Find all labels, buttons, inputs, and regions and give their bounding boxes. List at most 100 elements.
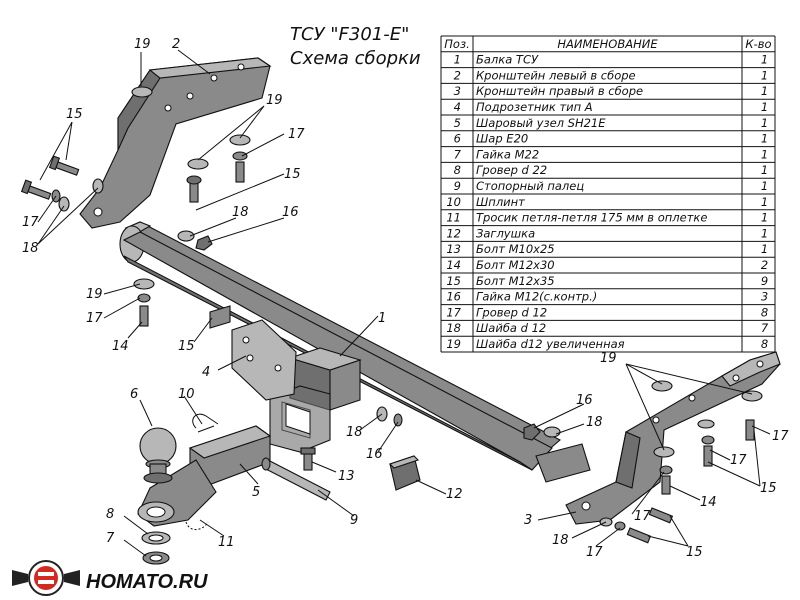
table-cell-pos: 16 xyxy=(446,290,461,304)
callout-17: 17 xyxy=(730,453,747,468)
table-cell-qty: 2 xyxy=(761,258,768,272)
callout-16: 16 xyxy=(576,393,593,408)
callout-19: 19 xyxy=(266,93,283,108)
callout-19: 19 xyxy=(86,287,103,302)
callout-18: 18 xyxy=(586,415,603,430)
callout-7: 7 xyxy=(106,531,115,546)
table-cell-name: Стопорный палец xyxy=(476,179,584,193)
table-cell-name: Тросик петля-петля 175 мм в оплетке xyxy=(476,211,707,225)
callouts: 19 2 15 17 18 19 17 15 18 16 19 17 14 15… xyxy=(22,37,789,560)
table-cell-name: Болт М10х25 xyxy=(476,242,555,256)
callout-5: 5 xyxy=(252,485,260,500)
table-header-name: НАИМЕНОВАНИЕ xyxy=(557,37,658,51)
callout-15: 15 xyxy=(178,339,195,354)
homato-logo: HOMATO.RU xyxy=(12,560,208,596)
callout-18: 18 xyxy=(346,425,363,440)
callout-2: 2 xyxy=(172,37,180,52)
leader-lines xyxy=(37,49,771,557)
callout-12: 12 xyxy=(446,487,463,502)
logo-text: HOMATO.RU xyxy=(86,571,208,593)
ball-mount xyxy=(137,425,272,527)
callout-19: 19 xyxy=(600,351,617,366)
callout-1: 1 xyxy=(378,311,386,326)
table-cell-name: Кронштейн правый в сборе xyxy=(476,84,643,98)
table-cell-qty: 1 xyxy=(761,226,768,240)
title-line1: ТСУ "F301-E" xyxy=(290,24,409,45)
table-cell-pos: 7 xyxy=(454,147,462,161)
table-cell-qty: 9 xyxy=(761,274,768,288)
table-cell-pos: 2 xyxy=(454,68,461,82)
hardware-right xyxy=(599,380,763,544)
table-cell-qty: 7 xyxy=(761,321,769,335)
table-cell-name: Балка ТСУ xyxy=(476,53,539,67)
table-cell-qty: 1 xyxy=(761,116,768,130)
plug-cap xyxy=(388,455,421,491)
table-cell-name: Шплинт xyxy=(476,195,525,209)
callout-11: 11 xyxy=(218,535,235,550)
callout-13: 13 xyxy=(338,469,355,484)
bolt-m10 xyxy=(300,447,316,471)
table-cell-name: Болт М12х35 xyxy=(476,274,555,288)
table-cell-pos: 19 xyxy=(446,337,461,351)
table-cell-pos: 1 xyxy=(454,53,461,67)
table-cell-qty: 1 xyxy=(761,242,768,256)
table-cell-pos: 18 xyxy=(446,321,461,335)
table-cell-pos: 5 xyxy=(454,116,461,130)
hardware-mid-left xyxy=(133,278,155,327)
table-cell-pos: 6 xyxy=(454,132,461,146)
table-cell-qty: 1 xyxy=(761,195,768,209)
table-cell-pos: 8 xyxy=(454,163,461,177)
table-cell-pos: 15 xyxy=(446,274,461,288)
table-cell-pos: 14 xyxy=(446,258,461,272)
table-cell-pos: 3 xyxy=(454,84,461,98)
callout-15: 15 xyxy=(760,481,777,496)
nut-m22 xyxy=(142,551,170,565)
hardware-center xyxy=(376,406,561,441)
table-cell-pos: 10 xyxy=(446,195,461,209)
table-cell-qty: 3 xyxy=(761,290,768,304)
table-cell-pos: 11 xyxy=(446,211,461,225)
table-cell-name: Шаровый узел SH21E xyxy=(476,116,606,130)
callout-15: 15 xyxy=(686,545,703,560)
table-cell-qty: 1 xyxy=(761,163,768,177)
title-line2: Схема сборки xyxy=(290,48,421,69)
table-header-pos: Поз. xyxy=(444,37,469,51)
callout-16: 16 xyxy=(282,205,299,220)
table-cell-name: Шайба d 12 xyxy=(476,321,546,335)
table-cell-name: Гайка М12(с.контр.) xyxy=(476,290,597,304)
callout-15: 15 xyxy=(66,107,83,122)
socket-bracket xyxy=(209,305,297,401)
hardware-left-bolts xyxy=(20,155,104,212)
table-cell-qty: 1 xyxy=(761,179,768,193)
table-cell-name: Заглушка xyxy=(476,226,535,240)
table-cell-qty: 1 xyxy=(761,132,768,146)
callout-18: 18 xyxy=(22,241,39,256)
callout-16: 16 xyxy=(366,447,383,462)
callout-18: 18 xyxy=(552,533,569,548)
table-cell-qty: 1 xyxy=(761,53,768,67)
table-cell-name: Кронштейн левый в сборе xyxy=(476,68,636,82)
table-cell-name: Шайба d12 увеличенная xyxy=(476,337,625,351)
callout-6: 6 xyxy=(130,387,138,402)
table-cell-name: Шар Е20 xyxy=(476,132,528,146)
table-cell-qty: 1 xyxy=(761,84,768,98)
callout-17: 17 xyxy=(586,545,603,560)
callout-8: 8 xyxy=(106,507,114,522)
tow-ball xyxy=(139,427,177,484)
table-header-qty: К-во xyxy=(745,37,771,51)
locking-pin xyxy=(261,457,331,501)
table-cell-name: Подрозетник тип А xyxy=(476,100,593,114)
table-cell-name: Гровер d 12 xyxy=(476,305,547,319)
cotter-pin xyxy=(192,413,219,433)
table-cell-qty: 8 xyxy=(761,305,768,319)
table-cell-pos: 4 xyxy=(454,100,461,114)
callout-17: 17 xyxy=(288,127,305,142)
table-cell-pos: 17 xyxy=(446,305,461,319)
table-cell-qty: 1 xyxy=(761,68,768,82)
callout-17: 17 xyxy=(634,509,651,524)
callout-10: 10 xyxy=(178,387,195,402)
safety-cable xyxy=(185,521,209,530)
